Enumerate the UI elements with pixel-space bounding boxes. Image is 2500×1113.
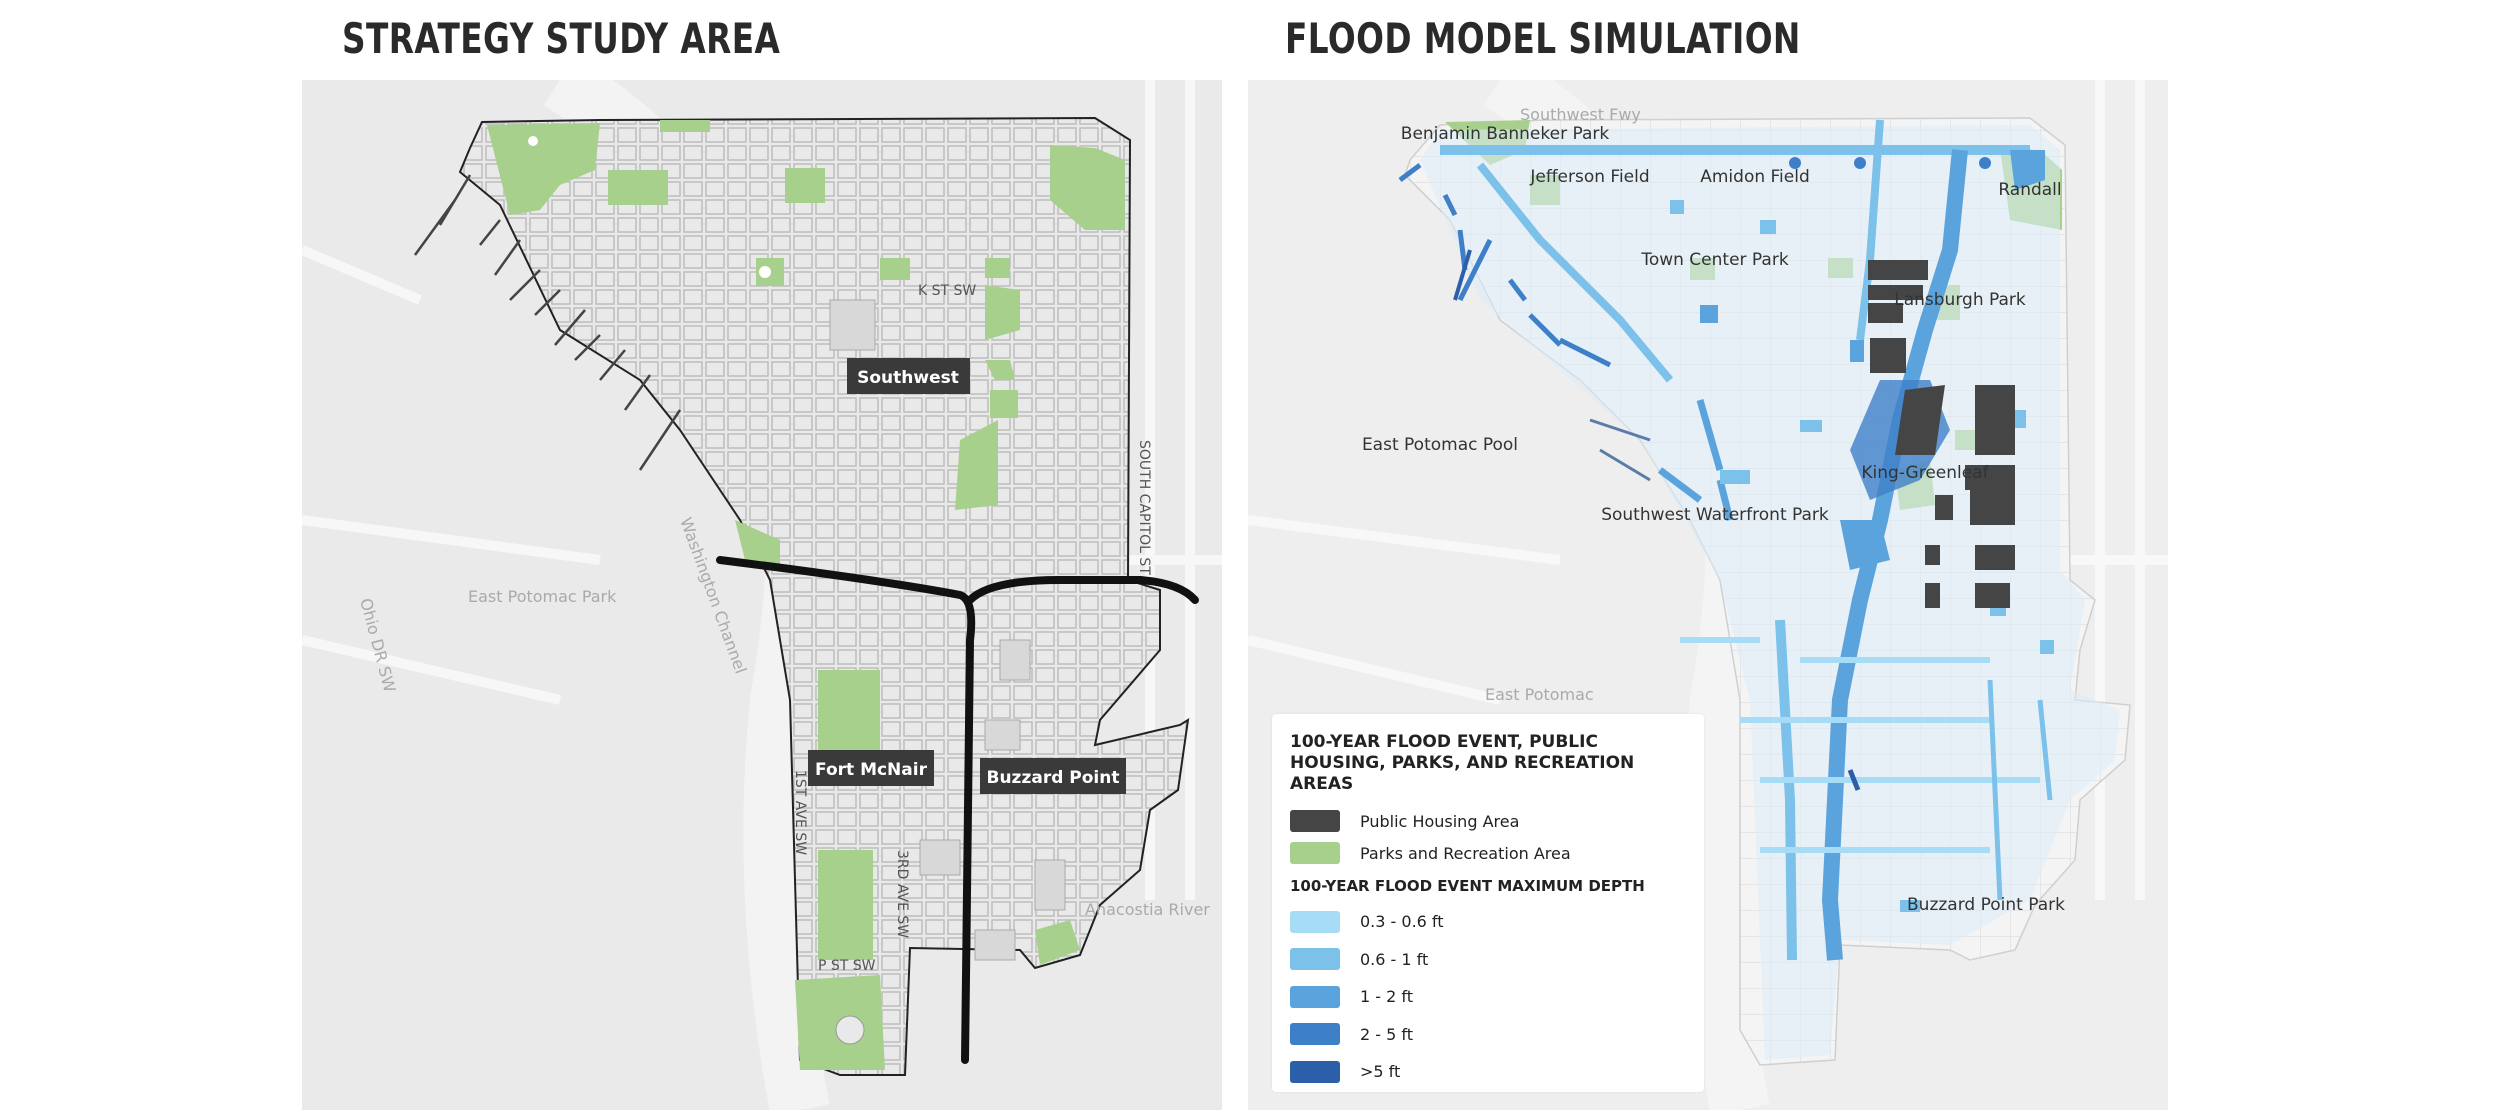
east-potomac-park-label-1: East Potomac Park [468,587,617,606]
tag-southwest: Southwest [847,358,970,394]
label-town-center-park: Town Center Park [1640,250,1788,270]
label-southwest-waterfront-park: Southwest Waterfront Park [1601,505,1829,525]
depth-swatch [1290,948,1340,971]
label-east-potomac: East Potomac [1485,685,1594,704]
label-benjamin-banneker: Benjamin Banneker Park [1401,124,1610,144]
public-housing-areas [1868,260,2015,608]
depth-swatch [1290,1023,1340,1046]
tag-fort-mcnair: Fort McNair [808,750,934,786]
legend-item-parks: Parks and Recreation Area [1290,837,1686,869]
legend-depth-4: 2 - 5 ft [1290,1016,1686,1054]
3rd-ave-label: 3RD AVE SW [894,850,910,938]
parks-swatch [1290,842,1340,864]
left-park-areas [487,120,1125,1070]
southwest-label: Southwest [857,368,959,388]
legend-item-public-housing: Public Housing Area [1290,805,1686,837]
depth-label: 1 - 2 ft [1360,987,1414,1007]
k-st-label: K ST SW [918,283,976,299]
label-east-potomac-pool: East Potomac Pool [1362,435,1518,455]
label-randall: Randall [1998,180,2061,200]
strategy-study-area-title: STRATEGY STUDY AREA [342,14,781,63]
depth-label: 0.3 - 0.6 ft [1360,912,1444,932]
legend-depth-3: 1 - 2 ft [1290,978,1686,1016]
legend-item-label: Public Housing Area [1360,811,1520,831]
anacostia-river-label: Anacostia River [1085,900,1210,919]
label-southwest-fwy: Southwest Fwy [1520,105,1641,124]
fort-mcnair-circle [835,1015,865,1045]
park-dot [528,136,538,146]
legend-depth-title: 100-YEAR FLOOD EVENT MAXIMUM DEPTH [1290,877,1645,895]
left-map-panel: East Potomac Park Anacostia River Washin… [302,80,1222,1110]
legend-title: 100-YEAR FLOOD EVENT, PUBLIC HOUSING, PA… [1290,732,1635,794]
label-lansburgh-park: Lansburgh Park [1894,290,2026,310]
highway-i695-east [966,576,1199,604]
tag-buzzard-point: Buzzard Point [980,758,1126,794]
depth-label: 2 - 5 ft [1360,1024,1414,1044]
left-piers [413,174,682,471]
p-st-label: P ST SW [818,958,876,974]
buzzard-point-label: Buzzard Point [987,768,1120,788]
label-buzzard-point-park: Buzzard Point Park [1907,895,2065,915]
south-capitol-st-label: SOUTH CAPITOL ST [1136,440,1152,575]
depth-swatch [1290,1060,1340,1083]
label-amidon-field: Amidon Field [1700,167,1810,187]
left-background-roads [302,80,1222,900]
highway-i695-west [716,556,976,1064]
legend-item-label: Parks and Recreation Area [1360,843,1571,863]
place-labels: Benjamin Banneker Park Jefferson Field A… [1362,105,2065,915]
left-buildings [829,299,1066,961]
depth-label: >5 ft [1360,1062,1401,1082]
legend-depth-1: 0.3 - 0.6 ft [1290,903,1686,941]
park-dot [759,266,771,278]
public-housing-swatch [1290,810,1340,832]
label-king-greenleaf: King-Greenleaf [1861,463,1989,483]
1st-ave-label: 1ST AVE SW [792,770,808,855]
flood-model-simulation-title: FLOOD MODEL SIMULATION [1285,14,1801,63]
legend-depth-2: 0.6 - 1 ft [1290,941,1686,979]
depth-swatch [1290,985,1340,1008]
legend-depth-5: >5 ft [1290,1053,1686,1091]
map-legend: 100-YEAR FLOOD EVENT, PUBLIC HOUSING, PA… [1272,714,1704,1092]
fort-mcnair-label: Fort McNair [815,760,928,780]
depth-label: 0.6 - 1 ft [1360,949,1429,969]
depth-swatch [1290,910,1340,933]
label-jefferson-field: Jefferson Field [1529,167,1649,187]
